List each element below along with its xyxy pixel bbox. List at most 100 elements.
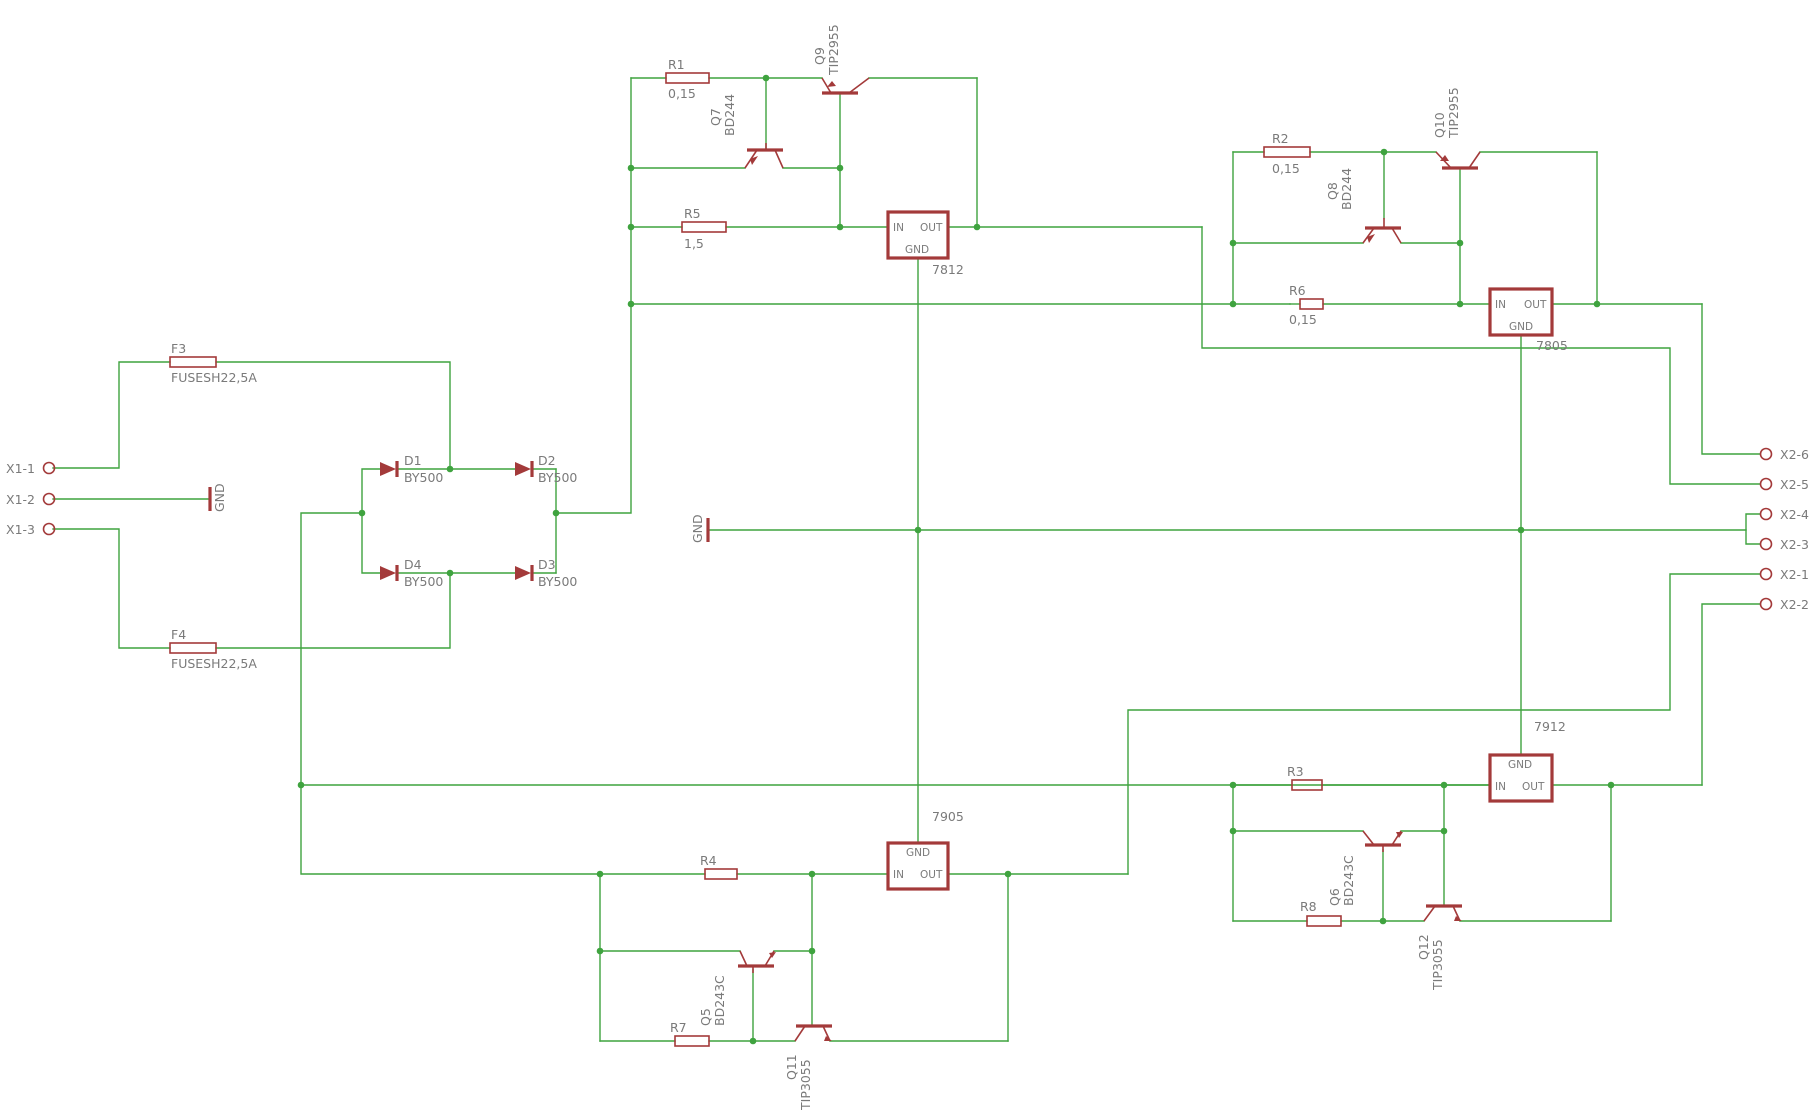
r1-name: R1 [668, 57, 685, 72]
resistor-r4: R4 [700, 853, 738, 880]
q8-name: Q8 [1325, 182, 1340, 200]
diode-d1: D1 BY500 [380, 453, 443, 485]
x1-3-pad[interactable] [42, 522, 56, 536]
r8-name: R8 [1300, 899, 1317, 914]
7805-value: 7805 [1536, 338, 1568, 353]
r6-name: R6 [1289, 283, 1306, 298]
7805-out-label: OUT [1524, 299, 1547, 311]
x1-2-pad[interactable] [42, 492, 56, 506]
r7-name: R7 [670, 1020, 687, 1035]
resistor-r6: R6 0,15 [1289, 283, 1324, 327]
7912-in-label: IN [1495, 781, 1506, 793]
regulator-7905: GND IN OUT 7905 [886, 809, 964, 891]
d1-value: BY500 [404, 470, 443, 485]
x2-1-pad[interactable] [1759, 567, 1773, 581]
x1-1-label: X1-1 [6, 461, 35, 476]
resistor-r3: R3 [1287, 764, 1323, 791]
q7-value: BD244 [722, 94, 737, 136]
gnd-label-input: GND [212, 483, 227, 512]
r1-value: 0,15 [668, 86, 696, 101]
x2-6-label: X2-6 [1780, 447, 1809, 462]
gnd-label-rail: GND [690, 514, 705, 543]
transistor-q6: Q6 BD243C [1327, 830, 1403, 906]
7812-value: 7812 [932, 262, 964, 277]
transistor-q5: Q5 BD243C [698, 950, 776, 1026]
diode-d2: D2 BY500 [515, 453, 577, 485]
fuse-f3: F3 FUSESH22,5A [169, 341, 257, 385]
transistor-q9: Q9 TIP2955 [812, 24, 870, 95]
7905-out-label: OUT [920, 869, 943, 881]
q6-value: BD243C [1341, 855, 1356, 906]
q5-name: Q5 [698, 1008, 713, 1026]
diode-d4: D4 BY500 [380, 557, 443, 589]
x1-3-label: X1-3 [6, 522, 35, 537]
resistor-r7: R7 [670, 1020, 710, 1047]
d3-value: BY500 [538, 574, 577, 589]
7805-gnd-label: GND [1509, 321, 1533, 333]
transistor-q8: Q8 BD244 [1325, 168, 1402, 244]
d2-value: BY500 [538, 470, 577, 485]
gnd-symbol-input: GND [208, 483, 227, 512]
x1-1-pad[interactable] [42, 461, 56, 475]
f3-name: F3 [171, 341, 186, 356]
r2-name: R2 [1272, 131, 1289, 146]
d3-name: D3 [538, 557, 556, 572]
q10-value: TIP2955 [1446, 87, 1461, 139]
regulator-7912: GND IN OUT 7912 [1488, 719, 1566, 803]
f4-name: F4 [171, 627, 186, 642]
transistor-q11: Q11 TIP3055 [784, 1024, 832, 1111]
q9-value: TIP2955 [826, 24, 841, 76]
x2-4-pad[interactable] [1759, 507, 1773, 521]
x2-2-label: X2-2 [1780, 597, 1809, 612]
7912-out-label: OUT [1522, 781, 1545, 793]
x2-6-pad[interactable] [1759, 447, 1773, 461]
7905-gnd-label: GND [906, 847, 930, 859]
7805-in-label: IN [1495, 299, 1506, 311]
q5-value: BD243C [712, 975, 727, 1026]
x2-3-label: X2-3 [1780, 537, 1809, 552]
q12-value: TIP3055 [1430, 939, 1445, 991]
resistor-r5: R5 1,5 [681, 206, 727, 251]
r6-value: 0,15 [1289, 312, 1317, 327]
transistor-q7: Q7 BD244 [708, 94, 784, 169]
f3-value: FUSESH22,5A [171, 370, 257, 385]
connector-x1: X1-1 X1-2 X1-3 [6, 461, 56, 537]
7912-value: 7912 [1534, 719, 1566, 734]
diode-d3: D3 BY500 [515, 557, 577, 589]
7905-value: 7905 [932, 809, 964, 824]
d4-value: BY500 [404, 574, 443, 589]
r5-value: 1,5 [684, 236, 704, 251]
7912-gnd-label: GND [1508, 759, 1532, 771]
f4-value: FUSESH22,5A [171, 656, 257, 671]
q8-value: BD244 [1339, 168, 1354, 210]
x2-5-pad[interactable] [1759, 477, 1773, 491]
x2-3-pad[interactable] [1759, 537, 1773, 551]
x2-5-label: X2-5 [1780, 477, 1809, 492]
7812-out-label: OUT [920, 222, 943, 234]
r2-value: 0,15 [1272, 161, 1300, 176]
x2-2-pad[interactable] [1759, 597, 1773, 611]
wires [52, 77, 1761, 1042]
7812-in-label: IN [893, 222, 904, 234]
d4-name: D4 [404, 557, 422, 572]
transistor-q10: Q10 TIP2955 [1432, 87, 1481, 170]
q6-name: Q6 [1327, 888, 1342, 906]
q11-name: Q11 [784, 1054, 799, 1080]
r4-name: R4 [700, 853, 717, 868]
resistor-r8: R8 [1300, 899, 1342, 927]
d2-name: D2 [538, 453, 556, 468]
x2-1-label: X2-1 [1780, 567, 1809, 582]
r3-name: R3 [1287, 764, 1304, 779]
gnd-symbol-rail: GND [690, 514, 710, 543]
q10-name: Q10 [1432, 112, 1447, 138]
d1-name: D1 [404, 453, 422, 468]
7905-in-label: IN [893, 869, 904, 881]
resistor-r2: R2 0,15 [1263, 131, 1311, 176]
resistor-r1: R1 0,15 [665, 57, 710, 101]
regulator-7812: IN OUT GND 7812 [886, 210, 964, 277]
transistor-q12: Q12 TIP3055 [1416, 904, 1462, 991]
x2-4-label: X2-4 [1780, 507, 1809, 522]
x1-2-label: X1-2 [6, 492, 35, 507]
fuse-f4: F4 FUSESH22,5A [169, 627, 257, 671]
